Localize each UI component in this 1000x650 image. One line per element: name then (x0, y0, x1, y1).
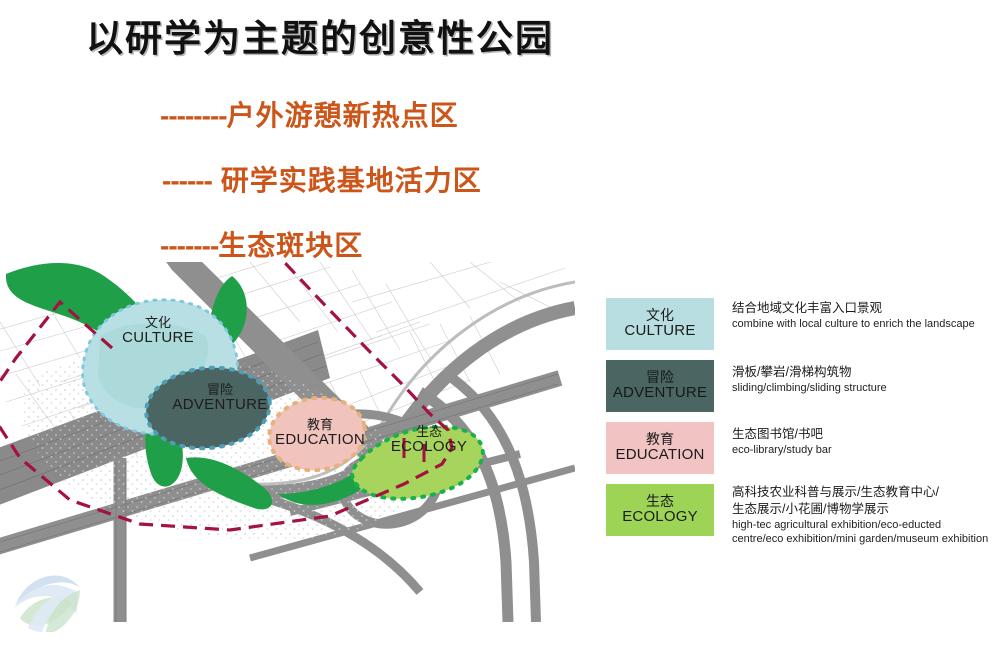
map-svg (0, 262, 575, 622)
legend-swatch-education: 教育 EDUCATION (606, 422, 714, 474)
legend-desc-adventure: 滑板/攀岩/滑梯构筑物 sliding/climbing/sliding str… (714, 360, 887, 395)
zone-adventure-shape (144, 365, 272, 451)
legend-row-ecology: 生态 ECOLOGY 高科技农业科普与展示/生态教育中心/ 生态展示/小花圃/博… (606, 484, 994, 546)
legend-swatch-adventure-en: ADVENTURE (612, 384, 708, 402)
legend-swatch-adventure: 冒险 ADVENTURE (606, 360, 714, 412)
legend-swatch-culture-en: CULTURE (624, 322, 696, 340)
subtitle-text-1: 户外游憩新热点区 (226, 100, 459, 131)
subtitle-line-2: ------ 研学实践基地活力区 (162, 159, 482, 199)
subtitle-line-3: -------生态斑块区 (160, 224, 363, 264)
subtitle-line-1: --------户外游憩新热点区 (160, 94, 459, 134)
legend-desc-ecology-en: high-tec agricultural exhibition/eco-edu… (732, 518, 989, 546)
subtitle-text-2: 研学实践基地活力区 (211, 165, 482, 196)
legend-panel: 文化 CULTURE 结合地域文化丰富入口景观 combine with loc… (606, 298, 994, 556)
legend-desc-adventure-cn: 滑板/攀岩/滑梯构筑物 (732, 365, 852, 379)
zone-education-shape (267, 395, 367, 473)
logo-icon (8, 558, 88, 638)
map-site-boundary (0, 262, 454, 532)
legend-desc-education-cn: 生态图书馆/书吧 (732, 427, 823, 441)
legend-desc-ecology: 高科技农业科普与展示/生态教育中心/ 生态展示/小花圃/博物学展示 high-t… (714, 484, 994, 546)
legend-row-culture: 文化 CULTURE 结合地域文化丰富入口景观 combine with loc… (606, 298, 994, 350)
legend-desc-ecology-cn: 高科技农业科普与展示/生态教育中心/ 生态展示/小花圃/博物学展示 (732, 485, 939, 516)
legend-desc-adventure-en: sliding/climbing/sliding structure (732, 381, 887, 394)
legend-swatch-culture-cn: 文化 (646, 306, 674, 323)
legend-desc-culture-cn: 结合地域文化丰富入口景观 (732, 301, 883, 315)
subtitle-dash-1: -------- (160, 100, 228, 131)
subtitle-dash-3: ------- (160, 230, 219, 261)
legend-row-adventure: 冒险 ADVENTURE 滑板/攀岩/滑梯构筑物 sliding/climbin… (606, 360, 994, 412)
legend-swatch-ecology: 生态 ECOLOGY (606, 484, 714, 536)
map-site-boundary-notch (402, 438, 426, 462)
legend-swatch-ecology-en: ECOLOGY (622, 508, 698, 526)
subtitle-dash-2: ------ (162, 165, 213, 196)
legend-swatch-culture: 文化 CULTURE (606, 298, 714, 350)
legend-swatch-education-en: EDUCATION (615, 446, 705, 464)
legend-swatch-ecology-cn: 生态 (646, 492, 674, 509)
legend-desc-culture: 结合地域文化丰富入口景观 combine with local culture … (714, 298, 975, 331)
page-title: 以研学为主题的创意性公园 (86, 18, 554, 59)
subtitle-text-3: 生态斑块区 (218, 230, 364, 261)
site-plan-map (0, 262, 575, 622)
legend-row-education: 教育 EDUCATION 生态图书馆/书吧 eco-library/study … (606, 422, 994, 474)
legend-desc-education-en: eco-library/study bar (732, 443, 832, 456)
legend-desc-education: 生态图书馆/书吧 eco-library/study bar (714, 422, 832, 457)
company-logo (6, 556, 90, 640)
legend-swatch-adventure-cn: 冒险 (646, 368, 674, 385)
legend-swatch-education-cn: 教育 (646, 430, 674, 447)
legend-desc-culture-en: combine with local culture to enrich the… (732, 317, 975, 330)
